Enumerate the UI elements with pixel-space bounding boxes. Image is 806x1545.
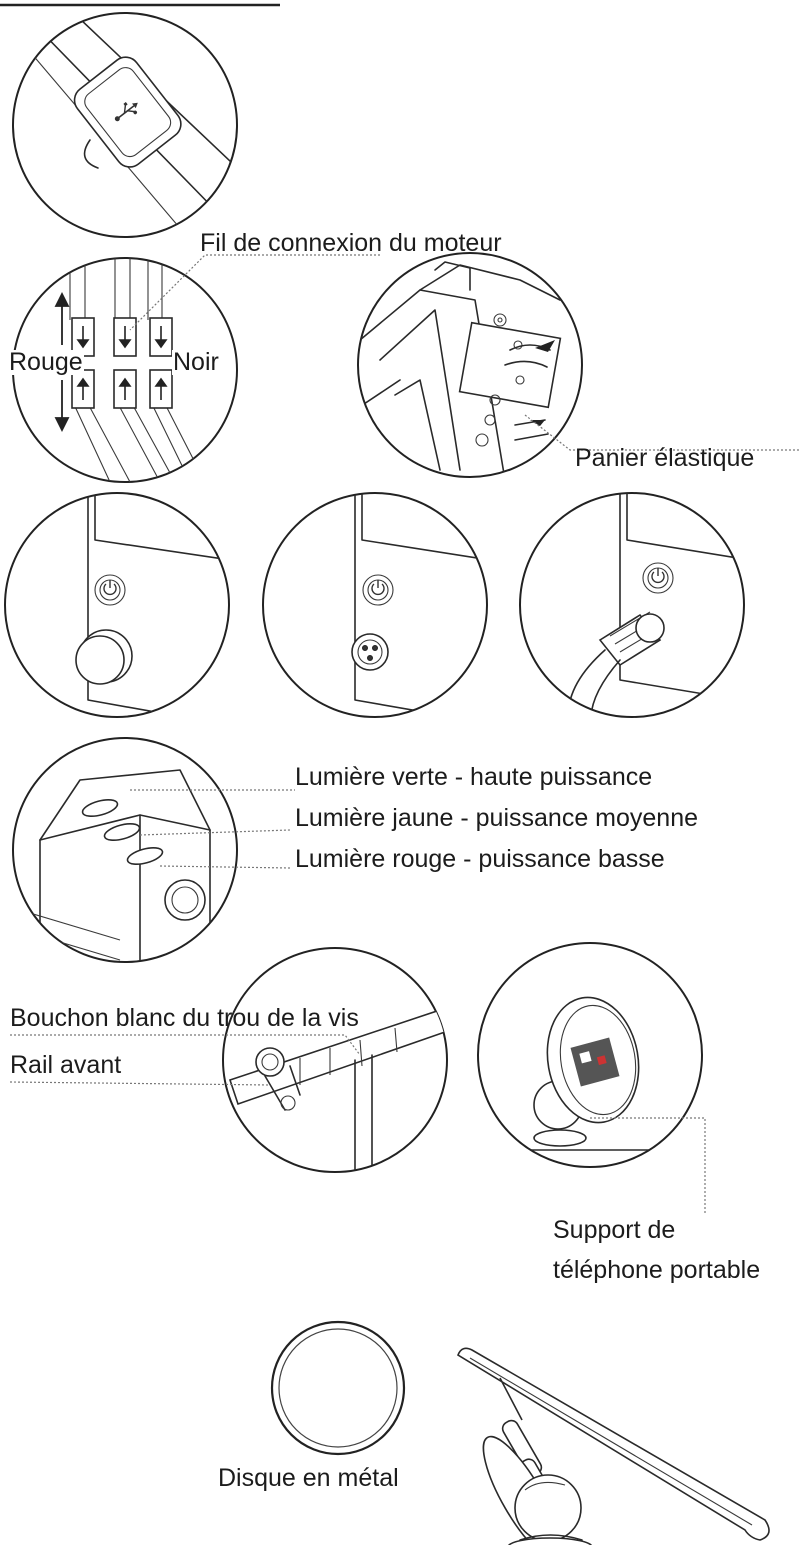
phone-support-label-line1: Support de [553,1216,676,1244]
yellow-light-label: Lumière jaune - puissance moyenne [295,804,699,832]
black-wire-label: Noir [172,348,220,376]
power-cap-detail [4,492,230,718]
red-light-label: Lumière rouge - puissance basse [295,845,665,873]
phone-support-label-line2: téléphone portable [553,1256,761,1284]
indicator-lights-detail [12,737,238,963]
power-icon [651,568,665,584]
power-icon [103,580,117,596]
usb-port-detail [12,12,238,238]
connector-socket-detail [262,492,488,718]
screw-cap-label: Bouchon blanc du trou de la vis [10,1004,359,1032]
front-rail-label: Rail avant [10,1051,122,1079]
motor-wire-detail [12,257,238,483]
metal-disc-illustration [270,1320,406,1456]
elastic-basket-label: Panier élastique [575,444,755,472]
metal-disc-label: Disque en métal [218,1464,399,1492]
red-wire-label: Rouge [8,348,84,376]
phone-magnet-illustration [457,1347,770,1545]
usb-icon [114,102,138,122]
motor-wire-label: Fil de connexion du moteur [200,229,502,257]
elastic-basket-detail [357,252,583,478]
power-icon [371,580,385,596]
green-light-label: Lumière verte - haute puissance [295,763,653,791]
phone-holder-detail [477,942,703,1168]
front-rail-detail [222,947,448,1173]
connected-cable-detail [519,492,745,718]
